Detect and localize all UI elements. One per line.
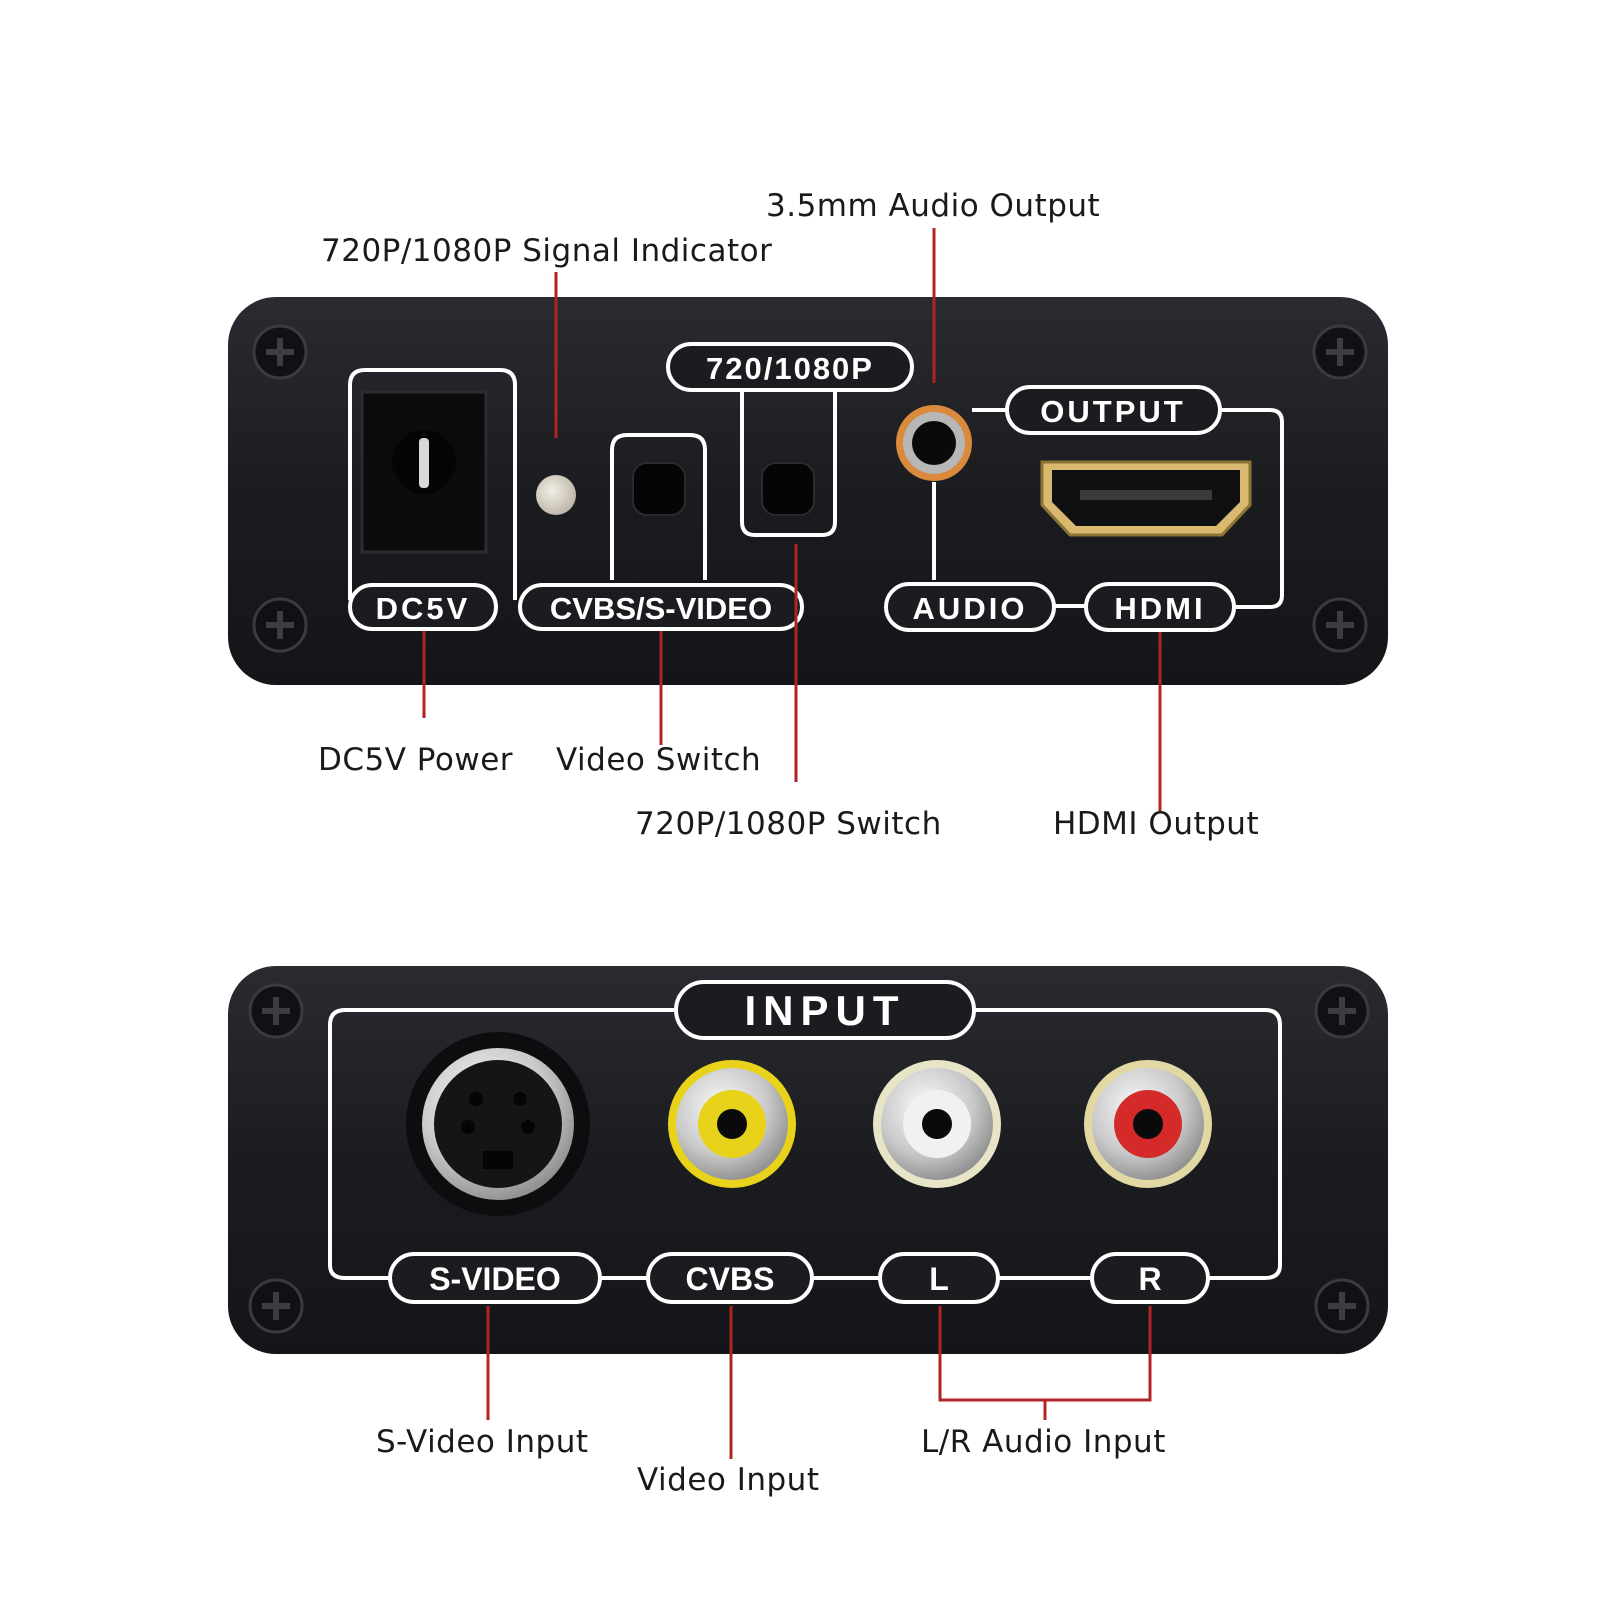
dc5v-outline [348,368,517,600]
resolution-switch-outline [740,392,837,537]
callout-signal-indicator: 720P/1080P Signal Indicator [321,233,773,269]
label-pill-hdmi: HDMI [1084,582,1236,632]
leader-lr-audio-input [938,1306,1152,1420]
label-pill-output: OUTPUT [1005,385,1222,435]
screw-icon [1314,983,1370,1039]
front-leader-lines [422,228,1162,812]
label-pill-cvbs-svideo: CVBS/S-VIDEO [518,583,804,631]
output-bracket [972,408,1284,609]
label-pill-audio: AUDIO [884,582,1056,632]
svg-text:720/1080P: 720/1080P [706,351,874,386]
svg-text:L: L [929,1261,949,1297]
screw-icon [1312,324,1368,380]
video-switch-outline [610,433,707,580]
back-panel: INPUT S-VIDEO CVBS L R [228,966,1388,1354]
label-pill-left: L [878,1252,1000,1304]
screw-icon [252,324,308,380]
signal-indicator-led [536,475,576,515]
screw-icon [1314,1278,1370,1334]
svg-text:DC5V: DC5V [376,591,471,626]
callout-video-input: Video Input [637,1462,820,1498]
callout-lr-audio-input: L/R Audio Input [921,1424,1166,1460]
label-pill-input: INPUT [674,980,976,1040]
callout-svideo-input: S-Video Input [376,1424,589,1460]
callout-resolution-switch: 720P/1080P Switch [635,806,942,842]
svg-text:HDMI: HDMI [1114,591,1205,626]
screw-icon [248,983,304,1039]
svg-text:INPUT: INPUT [745,987,906,1034]
screw-icon [1312,597,1368,653]
back-leader-lines [486,1306,1152,1459]
right-audio-input-jack[interactable] [1084,1060,1212,1188]
label-pill-svideo: S-VIDEO [388,1252,602,1304]
label-pill-cvbs: CVBS [646,1252,814,1304]
svg-text:OUTPUT: OUTPUT [1040,394,1185,429]
callout-dc-power: DC5V Power [318,742,514,778]
svg-text:AUDIO: AUDIO [913,591,1028,626]
hdmi-port[interactable] [1040,460,1252,537]
input-frame [328,1008,1282,1280]
svg-text:CVBS/S-VIDEO: CVBS/S-VIDEO [550,591,772,626]
svg-text:S-VIDEO: S-VIDEO [429,1261,561,1297]
video-switch-button[interactable] [632,462,686,516]
callout-video-switch: Video Switch [556,742,762,778]
front-panel: DC5V CVBS/S-VIDEO 720/1080P OUTPUT AUDIO… [228,297,1388,685]
label-pill-resolution: 720/1080P [666,342,914,392]
callout-hdmi-output: HDMI Output [1053,806,1260,842]
screw-icon [252,597,308,653]
screw-icon [248,1278,304,1334]
callout-audio-output: 3.5mm Audio Output [766,188,1101,224]
cvbs-input-jack[interactable] [668,1060,796,1188]
left-audio-input-jack[interactable] [873,1060,1001,1188]
label-pill-right: R [1090,1252,1210,1304]
svideo-input-jack[interactable] [406,1032,590,1216]
label-pill-dc5v: DC5V [348,583,498,631]
resolution-switch-button[interactable] [761,462,815,516]
svg-text:CVBS: CVBS [686,1261,775,1297]
svg-text:R: R [1138,1261,1161,1297]
